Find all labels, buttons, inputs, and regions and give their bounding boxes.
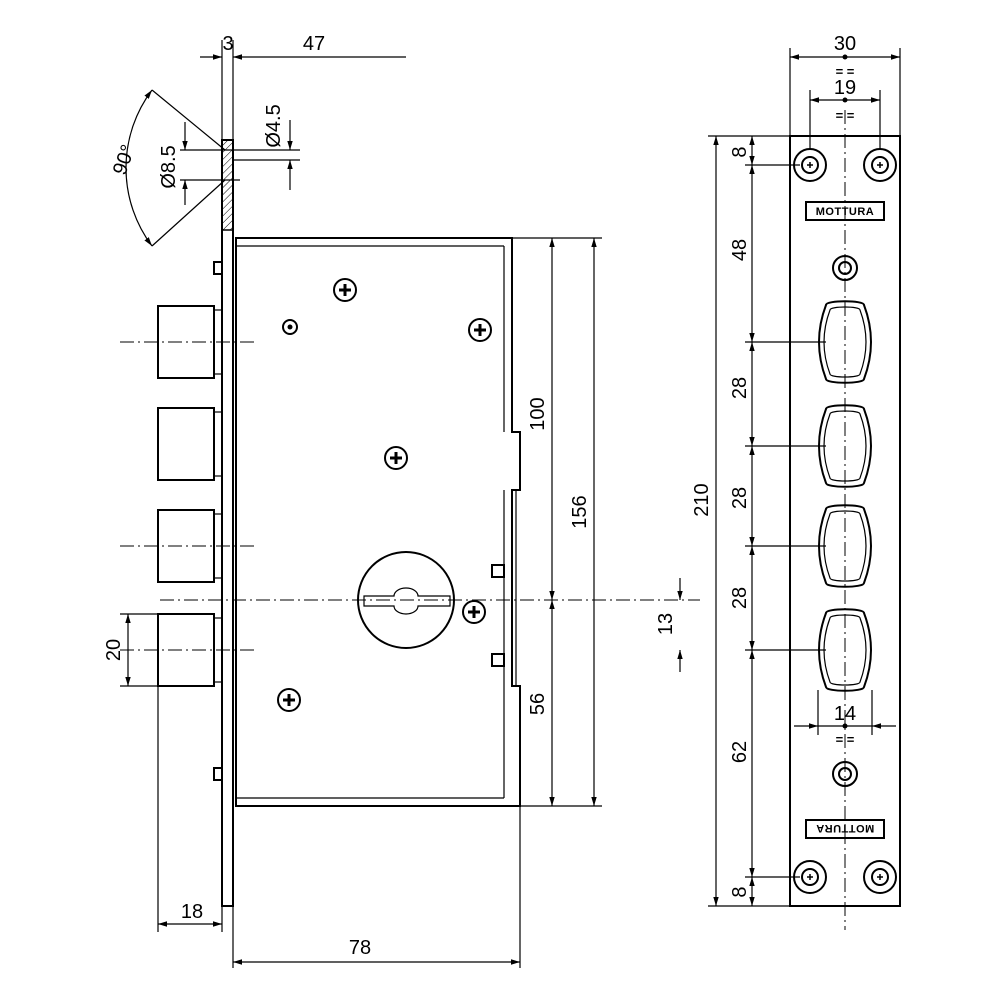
dim-bolt-width: 14 <box>834 703 856 725</box>
dim-bolt-pitch-1: 28 <box>729 377 751 399</box>
dim-case-height: 156 <box>569 495 591 528</box>
screw-icon <box>276 687 302 713</box>
dim-hole-large: Ø8.5 <box>158 145 180 188</box>
dim-lower-height: 56 <box>527 693 549 715</box>
equal-mark: = = <box>836 732 855 747</box>
dim-offset: 13 <box>655 613 677 635</box>
faceplate-edge <box>221 139 234 907</box>
pin-icon <box>282 319 298 335</box>
mount-hole-icon <box>863 148 897 182</box>
dim-top-margin: 8 <box>729 146 751 157</box>
dim-bolt-pitch-3: 28 <box>729 587 751 609</box>
dim-hole-small: Ø4.5 <box>263 104 285 147</box>
faceplate-hatch <box>221 139 234 231</box>
dim-bolt-pitch-2: 28 <box>729 487 751 509</box>
dim-bottom-margin: 8 <box>729 886 751 897</box>
dim-plate-width: 30 <box>834 33 856 55</box>
equal-mark: = = <box>836 108 855 123</box>
dim-lower-gap: 62 <box>729 741 751 763</box>
dim-hole-spacing: 19 <box>834 77 856 99</box>
brand-label-top: MOTTURA <box>816 206 875 218</box>
lock-side-view <box>120 139 700 907</box>
left-dimensions: 3 47 90° Ø8.5 Ø4.5 20 18 78 <box>103 33 683 968</box>
lock-case <box>235 237 521 807</box>
dim-case-width: 78 <box>349 937 371 959</box>
bolts-left <box>157 305 223 687</box>
dim-backset-front: 18 <box>181 901 203 923</box>
dim-angle: 90° <box>109 142 140 178</box>
screw-icon <box>461 599 487 625</box>
bolt-openings <box>818 300 872 692</box>
screw-icon <box>332 277 358 303</box>
dim-depth: 47 <box>303 33 325 55</box>
brand-label-bottom: MOTTURA <box>816 822 875 834</box>
dim-first-gap: 48 <box>729 239 751 261</box>
dim-bolt-height: 20 <box>103 639 125 661</box>
right-dimensions: 30 = = 19 = = 14 = = 210 <box>691 33 901 907</box>
screw-icon <box>383 445 409 471</box>
screw-icon <box>467 317 493 343</box>
dim-plate-length: 210 <box>691 483 713 516</box>
equal-mark: = = <box>836 64 855 79</box>
dim-front-thickness: 3 <box>222 33 233 55</box>
mount-hole-icon <box>863 860 897 894</box>
faceplate-front-view: MOTTURA MOTTURA <box>789 110 901 930</box>
dim-upper-height: 100 <box>527 397 549 430</box>
